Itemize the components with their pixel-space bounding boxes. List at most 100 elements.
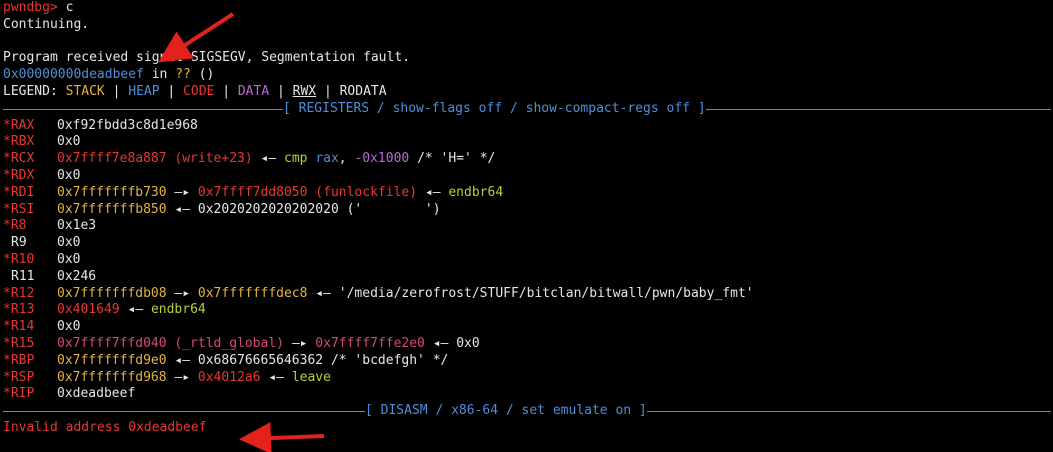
location-func: ?? [175,67,191,83]
legend-pipe: | [276,83,285,99]
register-value: 0x7fffffffdec8 [197,285,308,301]
deref-arrow: —▸ [291,335,308,351]
disasm-header: [ DISASM / x86-64 / set emulate on ] [365,403,647,419]
register-name: *R8 [3,218,27,234]
register-name: *RSI [3,201,35,217]
signal-line: Program received signal SIGSEGV, Segment… [3,50,410,66]
register-value-tail: 2 [315,352,324,368]
registers-separator: [ REGISTERS / show-flags off / show-comp… [3,101,1051,118]
register-symbol: (_rtld_global) [174,335,284,351]
legend-pipe: | [222,83,231,99]
deref-arrow: —▸ [174,285,191,301]
register-value: 0x0 [57,235,81,251]
register-name: R9 [11,235,27,251]
register-value: 0x2020202020202020 [197,201,339,217]
separator-rule [3,411,365,413]
register-value: 0x0 [57,134,81,150]
legend-heap: HEAP [128,83,160,99]
register-value: 0x401649 [57,302,120,318]
legend-rodata: RODATA [339,83,387,99]
deref-arrow: ◂— [127,302,144,318]
deref-arrow: ◂— [268,369,284,385]
legend-stack: STACK [65,83,105,99]
registers-header: [ REGISTERS / show-flags off / show-comp… [283,100,706,116]
invalid-address-line: Invalid address 0xdeadbeef [3,419,207,435]
register-name: *R15 [3,335,35,351]
register-name: *R13 [3,302,35,318]
deref-arrow: ◂— [174,352,191,368]
register-value: 0x7ffff7ffd040 [57,335,167,351]
register-name: *RBP [3,352,35,368]
prompt-line: pwndbg> c [3,0,1051,17]
register-name: R11 [11,268,35,284]
register-insn: leave [291,369,331,385]
separator-rule [705,108,1051,110]
register-value: 0x1e3 [57,218,97,234]
register-name: *RSP [3,369,35,385]
register-value: 0x7fffffffb850 [57,201,167,217]
register-comment: /* 'H=' */ [417,151,496,167]
prompt-command: c [65,0,74,15]
register-value: 0x7ffff7dd8050 [197,184,308,200]
register-value: 0x7ffff7e8a887 [57,151,167,167]
register-name: *RDX [3,167,35,183]
terminal-output[interactable]: pwndbg> c Continuing. Program received s… [3,0,1051,437]
legend-pipe: | [323,83,332,99]
register-value: 0x0 [57,251,81,267]
legend-line: LEGEND: STACK | HEAP | CODE | DATA | RWX… [3,84,1051,101]
blank-line [3,34,1051,51]
deref-arrow: —▸ [174,184,191,200]
disasm-separator: [ DISASM / x86-64 / set emulate on ] [3,403,1051,420]
legend-pipe: | [112,83,121,99]
register-value: 0x246 [57,268,97,284]
register-name: *RIP [3,386,35,402]
separator-rule [3,108,283,110]
deref-arrow: ◂— [260,151,277,167]
register-value: 0x0 [456,335,480,351]
legend-label: LEGEND: [3,83,58,99]
register-operand: -0x1000 [354,151,410,167]
legend-pipe: | [167,83,176,99]
register-value: 0xdeadbeef [57,386,136,402]
register-value: 0x7fffffffdb08 [57,285,167,301]
prompt-label: pwndbg> [3,0,58,15]
register-rdi: *RDI 0x7fffffffb730 —▸ 0x7ffff7dd8050 (fu… [3,185,1051,202]
register-value: 0x7fffffffd9e0 [57,352,167,368]
register-value: 0x7fffffffb730 [57,184,167,200]
register-value: 0xf92fbdd3c8d1e968 [57,117,198,133]
register-r11: R11 0x246 [3,269,1051,286]
register-rbp: *RBP 0x7fffffffd9e0 ◂— 0x68676665646362 /… [3,353,1051,370]
register-rsp: *RSP 0x7fffffffd968 —▸ 0x4012a6 ◂— leave [3,370,1051,387]
register-operand: rax [315,151,339,167]
register-name: *RBX [3,134,35,150]
deref-arrow: —▸ [174,369,191,385]
register-name: *R12 [3,285,35,301]
register-r8: *R8 0x1e3 [3,218,1051,235]
location-args: () [190,67,215,83]
register-insn: endbr64 [448,184,504,200]
register-r9: R9 0x0 [3,235,1051,252]
legend-code: CODE [183,83,215,99]
register-comment: /* 'bcdefgh' */ [330,352,449,368]
register-string: '/media/zerofrost/STUFF/bitclan/bitwall/… [338,285,754,301]
separator-rule [646,411,1051,413]
register-insn: endbr64 [150,302,206,318]
register-string: (' ') [346,201,441,217]
deref-arrow: ◂— [424,184,441,200]
register-value: 0x4012a6 [197,369,261,385]
register-rip: *RIP 0xdeadbeef [3,386,1051,403]
register-name: *RDI [3,184,35,200]
deref-arrow: ◂— [315,285,331,301]
register-value: 0x6867666564636 [197,352,316,368]
register-symbol: (funlockfile) [315,184,418,200]
legend-rwx: RWX [292,83,317,99]
register-insn: cmp [284,151,308,167]
register-value: 0x7fffffffd968 [57,369,167,385]
operand-comma: , [338,151,347,167]
legend-data: DATA [237,83,270,99]
